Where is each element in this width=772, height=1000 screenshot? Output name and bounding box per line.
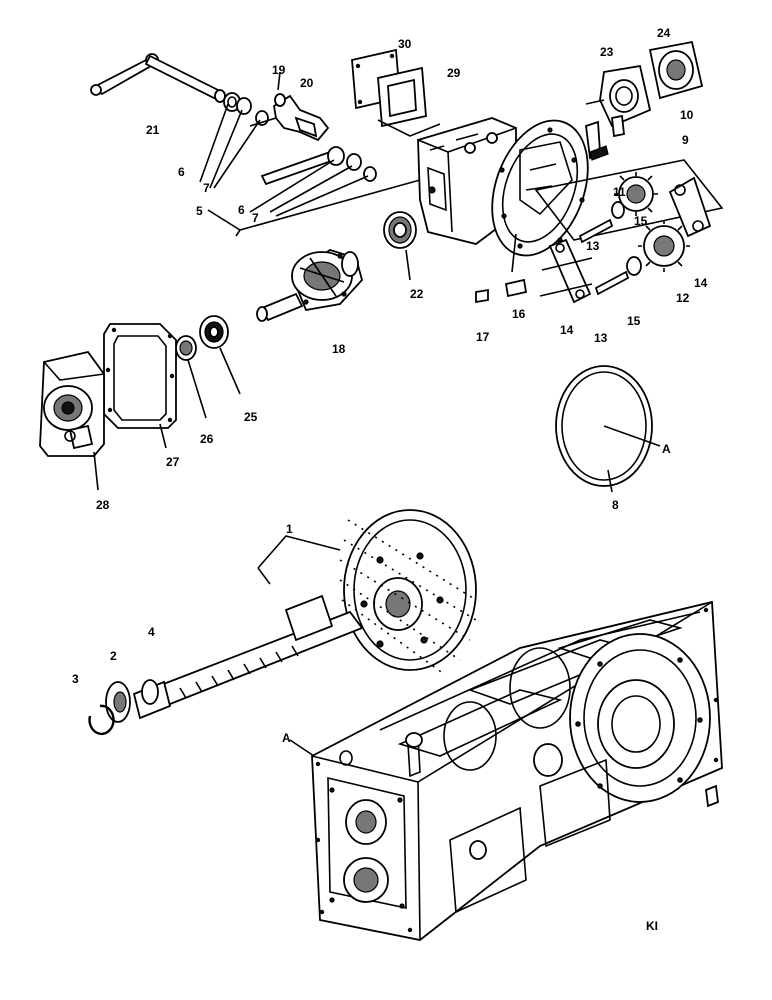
label-17: 17 bbox=[476, 330, 490, 344]
label-5: 5 bbox=[196, 204, 203, 218]
part-labels: 30 29 23 24 19 20 21 10 9 6 7 5 6 7 11 1… bbox=[72, 26, 708, 933]
shift-fork-19-20 bbox=[249, 71, 330, 142]
shaft-assembly bbox=[88, 594, 364, 736]
label-6-upper: 6 bbox=[178, 165, 185, 179]
label-13-lower: 13 bbox=[594, 331, 608, 345]
main-housing-A bbox=[289, 600, 723, 941]
lever-shaft-21 bbox=[90, 53, 226, 103]
rear-housing bbox=[417, 117, 589, 257]
gasket-27 bbox=[103, 323, 177, 449]
bearing-22 bbox=[383, 211, 417, 281]
final-drive-gear-1 bbox=[257, 509, 477, 675]
label-4: 4 bbox=[148, 625, 155, 639]
group-brackets bbox=[199, 103, 421, 237]
label-14-upper: 14 bbox=[694, 276, 708, 290]
bushings-upper bbox=[223, 92, 269, 126]
label-A-lower: A bbox=[282, 731, 291, 745]
label-24: 24 bbox=[657, 26, 671, 40]
cover-housing-28 bbox=[39, 350, 105, 491]
label-28: 28 bbox=[96, 498, 110, 512]
label-3: 3 bbox=[72, 672, 79, 686]
reference-code: KI bbox=[646, 919, 658, 933]
label-26: 26 bbox=[200, 432, 214, 446]
label-7-upper: 7 bbox=[203, 181, 210, 195]
label-2: 2 bbox=[110, 649, 117, 663]
keys-16-17 bbox=[475, 233, 528, 304]
label-22: 22 bbox=[410, 287, 424, 301]
label-15-upper: 15 bbox=[634, 214, 648, 228]
bearings-25-26 bbox=[175, 315, 241, 419]
label-23: 23 bbox=[600, 45, 614, 59]
label-27: 27 bbox=[166, 455, 180, 469]
label-19: 19 bbox=[272, 63, 286, 77]
label-18: 18 bbox=[332, 342, 346, 356]
label-12: 12 bbox=[676, 291, 690, 305]
seal-plates-23-24 bbox=[585, 40, 704, 128]
gear-assembly-11-15 bbox=[534, 159, 724, 304]
label-10: 10 bbox=[680, 108, 694, 122]
label-20: 20 bbox=[300, 76, 314, 90]
label-15-lower: 15 bbox=[627, 314, 641, 328]
label-7-lower: 7 bbox=[252, 211, 259, 225]
label-1: 1 bbox=[286, 522, 293, 536]
label-6-lower: 6 bbox=[238, 203, 245, 217]
label-25: 25 bbox=[244, 410, 258, 424]
label-8: 8 bbox=[612, 498, 619, 512]
label-21: 21 bbox=[146, 123, 160, 137]
label-30: 30 bbox=[398, 37, 412, 51]
bushings-lower bbox=[260, 146, 377, 186]
label-9: 9 bbox=[682, 133, 689, 147]
label-14-lower: 14 bbox=[560, 323, 574, 337]
label-A-upper: A bbox=[662, 442, 671, 456]
cover-plates-29-30 bbox=[351, 48, 441, 137]
label-16: 16 bbox=[512, 307, 526, 321]
bracket-9-10 bbox=[585, 114, 625, 161]
label-13-upper: 13 bbox=[586, 239, 600, 253]
differential-18 bbox=[256, 249, 363, 322]
label-11: 11 bbox=[613, 185, 626, 199]
label-29: 29 bbox=[447, 66, 461, 80]
gasket-ring-8 bbox=[555, 365, 661, 493]
